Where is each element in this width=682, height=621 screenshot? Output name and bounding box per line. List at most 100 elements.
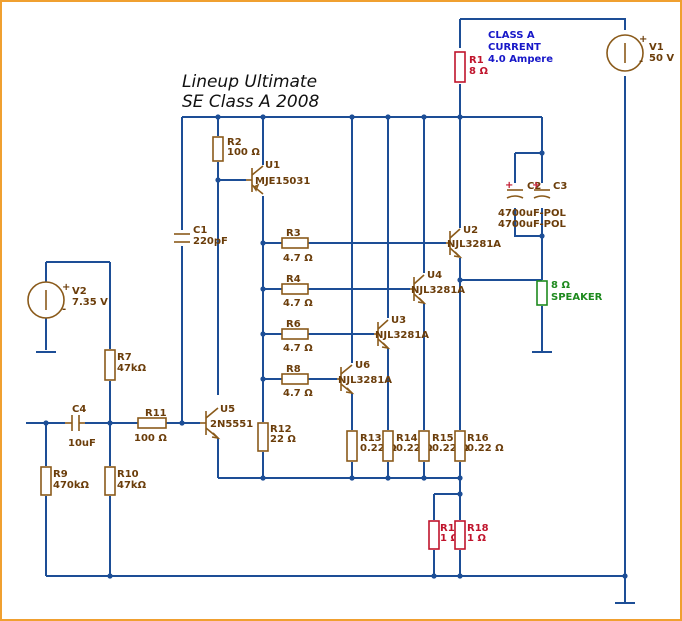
svg-text:-: - [639,56,643,67]
annotation-line3: 4.0 Ampere [488,54,553,65]
u6-name: U6 [355,360,370,371]
capacitor-c3: + C3 4700uF-POL [498,180,567,230]
capacitor-c4: C4 10uF [65,404,96,449]
c3-value: 4700uF-POL [498,219,566,230]
svg-text:+: + [532,180,540,191]
r10-value: 47kΩ [117,480,147,491]
c1-name: C1 [193,225,207,236]
resistor-r10: R10 47kΩ [104,466,147,496]
r15-name: R15 [432,433,454,444]
r2-value: 100 Ω [227,147,260,158]
resistor-r11: R11 100 Ω [134,408,167,444]
resistor-r7: R7 47kΩ [104,349,147,381]
capacitor-c1: C1 220pF [174,225,228,247]
r15-value: 0.22 Ω [432,443,469,454]
resistor-r16: R16 0.22 Ω [454,430,504,462]
r16-value: 0.22 Ω [467,443,504,454]
u2-name: U2 [463,225,478,236]
transistor-u2: U2 NJL3281A [446,225,501,259]
u6-value: NJL3281A [338,375,392,386]
svg-text:+: + [62,282,70,293]
c2-name: C2 [527,181,541,192]
svg-text:+: + [639,34,647,45]
schematic-title: Lineup Ultimate SE Class A 2008 [182,72,320,112]
resistor-r18: R18 1 Ω [454,520,489,550]
r14-value: 0.22 Ω [396,443,433,454]
r3-value: 4.7 Ω [283,253,313,264]
wires [26,18,626,600]
speaker-name: 8 Ω [551,280,570,291]
r8-name: R8 [286,364,301,375]
junction-dots [43,114,628,579]
resistor-r3: R3 4.7 Ω [281,228,313,264]
resistor-r14: R14 0.22 Ω [382,430,433,462]
c3-name: C3 [553,181,567,192]
voltage-source-v1: + - V1 50 V [606,34,674,72]
r4-value: 4.7 Ω [283,298,313,309]
resistor-r6: R6 4.7 Ω [281,319,313,354]
annotation-line1: CLASS A [488,30,535,41]
class-a-annotation: CLASS A CURRENT 4.0 Ampere [488,30,553,65]
c1-value: 220pF [193,236,228,247]
resistor-r9: R9 470kΩ [40,466,90,496]
v1-value: 50 V [649,53,674,64]
r11-name: R11 [145,408,167,419]
annotation-line2: CURRENT [488,42,541,53]
r9-value: 470kΩ [53,480,90,491]
u4-name: U4 [427,270,442,281]
r17-value: 1 Ω [440,533,459,544]
c2-value: 4700uF-POL [498,208,566,219]
r10-name: R10 [117,469,139,480]
r9-name: R9 [53,469,68,480]
capacitor-c2: + C2 4700uF-POL [498,180,566,219]
r14-name: R14 [396,433,418,444]
resistor-r13: R13 0.22 Ω [346,430,397,462]
transistor-u3: U3 NJL3281A [374,315,429,350]
resistor-r15: R15 0.22 Ω [418,430,469,462]
r4-name: R4 [286,274,301,285]
resistor-r17: R17 1 Ω [428,520,462,550]
r16-name: R16 [467,433,489,444]
r18-name: R18 [467,523,489,534]
u5-name: U5 [220,404,235,415]
u1-value: MJE15031 [255,176,310,187]
r8-value: 4.7 Ω [283,388,313,399]
r17-name: R17 [440,523,462,534]
transistor-u1: U1 MJE15031 [246,160,310,195]
r6-value: 4.7 Ω [283,343,313,354]
u1-name: U1 [265,160,280,171]
r1-name: R1 [469,55,484,66]
r18-value: 1 Ω [467,533,486,544]
resistor-r8: R8 4.7 Ω [281,364,313,399]
c4-name: C4 [72,404,86,415]
v2-name: V2 [72,286,87,297]
resistor-r2: R2 100 Ω [212,136,260,162]
r13-name: R13 [360,433,382,444]
title-line1: Lineup Ultimate [182,72,317,92]
r2-name: R2 [227,137,242,148]
resistor-r12: R12 22 Ω [257,422,296,452]
u2-value: NJL3281A [447,239,501,250]
voltage-source-v2: + - V2 7.35 V [27,281,108,319]
resistor-r1: R1 8 Ω [454,51,488,83]
r7-value: 47kΩ [117,363,147,374]
svg-text:+: + [505,180,513,191]
u4-value: NJL3281A [411,285,465,296]
transistor-u5: U5 2N5551 [200,404,253,440]
ground-symbols [36,351,635,604]
speaker-load: 8 Ω SPEAKER [536,280,603,306]
resistor-r4: R4 4.7 Ω [281,274,313,309]
v2-value: 7.35 V [72,297,108,308]
svg-text:-: - [62,304,66,315]
r3-name: R3 [286,228,301,239]
transistor-u4: U4 NJL3281A [410,270,465,305]
c4-value: 10uF [68,438,96,449]
r11-value: 100 Ω [134,433,167,444]
transistor-u6: U6 NJL3281A [337,360,392,395]
r12-value: 22 Ω [270,434,296,445]
u5-value: 2N5551 [210,419,253,430]
r7-name: R7 [117,352,132,363]
r12-name: R12 [270,424,292,435]
